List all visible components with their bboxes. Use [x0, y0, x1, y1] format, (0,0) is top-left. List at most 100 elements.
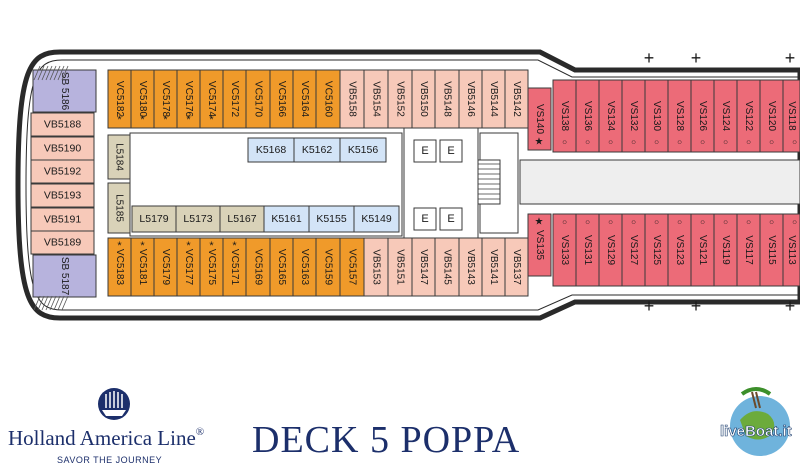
deck-hatch [45, 65, 53, 81]
marker-circle: ○ [677, 138, 682, 147]
deck-hatch [61, 295, 69, 311]
cabin-number: VS123 [674, 235, 685, 265]
cabin-bottom-VB5145[interactable]: VB5145 [434, 237, 460, 297]
cabin-bottom-VC5169[interactable]: VC5169 [245, 237, 271, 297]
cabin-top-VC5166[interactable]: VC5166 [269, 69, 294, 129]
cabin-bottom-VB5153[interactable]: VB5153 [363, 237, 389, 297]
cabin-number: SB 5187 [59, 257, 70, 296]
cabin-L5173[interactable]: L5173 [175, 205, 221, 233]
cabin-stern-VB5191[interactable]: VB5191 [30, 207, 95, 232]
cabin-K5161[interactable]: K5161 [263, 205, 310, 233]
cabin-top-VB5158[interactable]: VB5158 [339, 69, 365, 129]
cabin-number: VB5190 [44, 143, 82, 155]
cabin-number: VS131 [582, 235, 593, 265]
cabin-number: VS133 [559, 235, 570, 265]
cabin-number: VS113 [786, 235, 797, 265]
cabin-VS140[interactable]: VS140 [527, 87, 552, 151]
cabin-box [339, 137, 387, 163]
cabin-top-VC5160[interactable]: VC5160 [315, 69, 341, 129]
cabin-VS123[interactable]: VS123 [667, 213, 692, 287]
cabin-bottom-VB5151[interactable]: VB5151 [387, 237, 413, 297]
cabin-top-VC5176[interactable]: VC5176 [176, 69, 201, 129]
cabin-box [387, 69, 413, 129]
cabin-bottom-VB5143[interactable]: VB5143 [458, 237, 483, 297]
cabin-number: VB5152 [395, 81, 406, 117]
cabin-bottom-VC5165[interactable]: VC5165 [269, 237, 294, 297]
cabin-L5185[interactable]: L5185 [107, 182, 131, 234]
elevator-icon: E [421, 145, 428, 157]
cabin-box [363, 69, 389, 129]
cabin-VS132[interactable]: VS132 [621, 79, 646, 153]
cabin-top-VC5164[interactable]: VC5164 [292, 69, 317, 129]
cabin-number: VS120 [766, 101, 777, 131]
cabin-bottom-VC5179[interactable]: VC5179 [153, 237, 178, 297]
balcony-plus: + [691, 296, 702, 316]
marker-circle: ○ [700, 138, 705, 147]
cabin-stern-VB5193[interactable]: VB5193 [30, 183, 95, 208]
marker-circle: ○ [769, 138, 774, 147]
suite-SB5187[interactable]: SB 5187 [32, 254, 97, 298]
cabin-K5168[interactable]: K5168 [247, 137, 295, 163]
cabin-box [782, 79, 800, 153]
cabin-K5155[interactable]: K5155 [308, 205, 355, 233]
cabin-top-VB5144[interactable]: VB5144 [481, 69, 506, 129]
cabin-number: VC5172 [229, 81, 240, 118]
suite-SB5186[interactable]: SB 5186 [32, 69, 97, 113]
marker-circle: ○ [746, 138, 751, 147]
cabin-number: VC5181 [137, 249, 148, 286]
cabin-number: VC5164 [299, 81, 310, 118]
cabin-bottom-VB5137[interactable]: VB5137 [504, 237, 529, 297]
cabin-L5184[interactable]: L5184 [107, 134, 131, 180]
cabin-K5149[interactable]: K5149 [353, 205, 400, 233]
marker-circle: ○ [631, 218, 636, 227]
cabin-number: VS132 [628, 101, 639, 131]
deck-hatch [33, 295, 41, 311]
cabin-number: K5156 [348, 144, 379, 156]
cabin-number: VB5189 [44, 237, 82, 249]
cabin-top-VB5146[interactable]: VB5146 [458, 69, 483, 129]
marker-circle: ○ [792, 138, 797, 147]
balcony-plus: + [785, 48, 796, 68]
cabin-bottom-VC5163[interactable]: VC5163 [292, 237, 317, 297]
elevator [413, 207, 437, 231]
cabin-top-VB5152[interactable]: VB5152 [387, 69, 413, 129]
cabin-top-VC5172[interactable]: VC5172 [222, 69, 247, 129]
cabin-VS113[interactable]: VS113 [782, 213, 800, 287]
cabin-top-VC5174[interactable]: VC5174 [199, 69, 224, 129]
cabin-number: VC5170 [253, 81, 264, 118]
elevator-icon: E [447, 145, 454, 157]
cabin-bottom-VB5147[interactable]: VB5147 [411, 237, 436, 297]
cabin-VS120[interactable]: VS120 [759, 79, 784, 153]
cabin-K5162[interactable]: K5162 [293, 137, 341, 163]
cabin-top-VC5182[interactable]: VC5182 [107, 69, 132, 129]
cabin-K5156[interactable]: K5156 [339, 137, 387, 163]
cabin-box [247, 137, 295, 163]
star-marker: ★ [535, 137, 544, 148]
cabin-top-VB5154[interactable]: VB5154 [363, 69, 389, 129]
cabin-top-VC5170[interactable]: VC5170 [245, 69, 271, 129]
cabin-stern-VB5188[interactable]: VB5188 [30, 112, 95, 137]
cabin-number: K5155 [316, 213, 347, 225]
cabin-stern-VB5190[interactable]: VB5190 [30, 136, 95, 161]
cabin-VS135[interactable]: VS135 [527, 213, 552, 277]
cabin-box [363, 237, 389, 297]
cabin-VS118[interactable]: VS118 [782, 79, 800, 153]
cabin-stern-VB5189[interactable]: VB5189 [30, 230, 95, 255]
cabin-number: VC5160 [323, 81, 334, 118]
marker-circle: ○ [769, 218, 774, 227]
forward-corridor [519, 159, 800, 205]
cabin-stern-VB5192[interactable]: VB5192 [30, 159, 95, 184]
cabin-top-VB5150[interactable]: VB5150 [411, 69, 436, 129]
cabin-top-VB5148[interactable]: VB5148 [434, 69, 460, 129]
cabin-number: VS140 [534, 104, 545, 134]
cabin-bottom-VB5141[interactable]: VB5141 [481, 237, 506, 297]
cabin-bottom-VC5157[interactable]: VC5157 [339, 237, 365, 297]
cabin-top-VB5142[interactable]: VB5142 [504, 69, 529, 129]
cabin-VS128[interactable]: VS128 [667, 79, 692, 153]
cabin-box [175, 205, 221, 233]
elevator-icon: E [447, 213, 454, 225]
cabin-bottom-VC5159[interactable]: VC5159 [315, 237, 341, 297]
cabin-L5179[interactable]: L5179 [131, 205, 177, 233]
cabin-L5167[interactable]: L5167 [219, 205, 265, 233]
cabin-box [30, 183, 95, 208]
